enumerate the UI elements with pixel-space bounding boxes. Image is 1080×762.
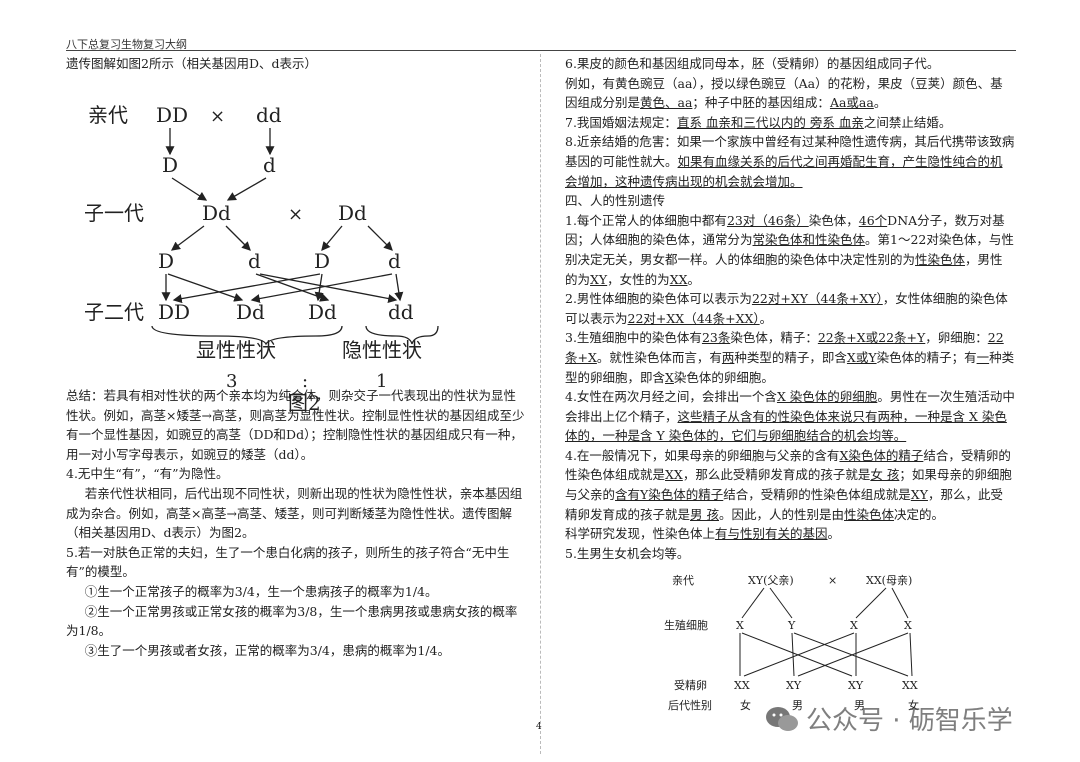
recessive-brace: [365, 325, 439, 344]
f1-gamete-1: D: [158, 249, 174, 273]
father-genotype: XY(父亲): [748, 573, 794, 587]
sex-item-2: 2.男性体细胞的染色体可以表示为22对+XY（44条+XY），女性体细胞的染色体…: [565, 291, 1008, 326]
parent-dd-recessive: dd: [256, 103, 282, 127]
sex-item-4a: 4.女性在两次月经之间，会排出一个含X 染色体的卵细胞。男性在一次生殖活动中会排…: [565, 389, 1015, 444]
header-rule: [66, 50, 1016, 51]
zygote-2: XY: [786, 679, 802, 692]
gamete-x-2: X: [850, 619, 858, 632]
summary-paragraph: 总结：若具有相对性状的两个亲本均为纯合体，则杂交子一代表现出的性状为显性性状。例…: [66, 388, 525, 462]
watermark-text: 公众号 · 砺智乐学: [806, 706, 1013, 736]
item-5-heading: 5.若一对肤色正常的夫妇，生了一个患白化病的孩子，则所生的孩子符合“无中生有”的…: [66, 544, 510, 580]
item-7: 7.我国婚姻法规定：直系 血亲和三代以内的 旁系 血亲之间禁止结婚。: [565, 114, 952, 130]
figure-caption: 图2: [288, 391, 321, 415]
cross-sign-2: ×: [288, 204, 303, 225]
item-6: 6.果皮的颜色和基因组成同母本，胚（受精卵）的基因组成同子代。: [565, 56, 940, 71]
f2-genotype-3: Dd: [308, 300, 337, 324]
sex-determination-diagram: 亲代 XY(父亲) × XX(母亲) 生殖细胞 X Y X X 受精卵 XX X…: [664, 573, 919, 712]
zygote-1: XX: [734, 679, 750, 692]
sex-3: 男: [854, 699, 865, 712]
page-number: 4: [536, 722, 542, 732]
f1-dd-left: Dd: [202, 201, 231, 225]
f2-genotype-4: dd: [388, 300, 414, 324]
sex-item-3: 3.生殖细胞中的染色体有23条染色体，精子：22条+X或22条+Y，卵细胞：22…: [565, 330, 1015, 385]
gamete-D: D: [162, 153, 178, 177]
heredity-diagram: 亲代 子一代 子二代 DD × dd D d Dd × Dd D d D d D…: [84, 103, 439, 362]
ratio-recessive: 1: [376, 371, 388, 392]
sex-4: 女: [908, 698, 919, 712]
gamete-y: Y: [787, 619, 796, 632]
label-parent: 亲代: [672, 573, 694, 587]
label-f1-gen: 子一代: [84, 201, 144, 225]
f2-genotype-1: DD: [158, 300, 190, 324]
f2-genotype-2: Dd: [236, 300, 265, 324]
sex-2: 男: [792, 699, 803, 712]
sex-item-1: 1.每个正常人的体细胞中都有23对（46条）染色体，46个DNA分子，数万对基因…: [565, 212, 1014, 287]
f1-gamete-3: D: [314, 249, 330, 273]
gamete-x-1: X: [736, 619, 744, 632]
dominant-brace: [151, 325, 343, 346]
label-parent-gen: 亲代: [88, 103, 128, 127]
item-8: 8.近亲结婚的危害：如果一个家族中曾经有过某种隐性遗传病，其后代携带该致病基因的…: [565, 134, 1015, 189]
page-header: 八下总复习生物复习大纲: [66, 38, 187, 51]
research-finding: 科学研究发现，性染色体上有与性别有关的基因。: [565, 526, 841, 542]
intro-text: 遗传图解如图2所示（相关基因用D、d表示）: [66, 56, 317, 71]
label-f2-gen: 子二代: [84, 300, 144, 324]
f1-gamete-2: d: [248, 249, 261, 273]
ratio-dominant: 3: [226, 371, 238, 392]
wechat-icon: [766, 707, 798, 731]
label-gametes: 生殖细胞: [664, 618, 708, 632]
f1-dd-right: Dd: [338, 201, 367, 225]
zygote-4: XX: [902, 679, 918, 692]
probability-2: ②生一个正常男孩或正常女孩的概率为3/8，生一个患病男孩或患病女孩的概率为1/8…: [66, 603, 518, 639]
sex-diagram-lines: [739, 587, 913, 677]
probability-3: ③生了一个男孩或者女孩，正常的概率为3/4，患病的概率为1/4。: [84, 642, 450, 658]
cross-sign-1: ×: [210, 106, 225, 127]
label-zygote: 受精卵: [674, 679, 707, 692]
f1-gamete-4: d: [388, 249, 401, 273]
right-column: 6.果皮的颜色和基因组成同母本，胚（受精卵）的基因组成同子代。 例如，有黄色豌豆…: [565, 54, 1015, 563]
section-4-heading: 四、人的性别遗传: [565, 193, 666, 209]
gamete-x-3: X: [904, 619, 912, 632]
ratio-colon: :: [302, 371, 309, 392]
item-6-example: 例如，有黄色豌豆（aa），授以绿色豌豆（Aa）的花粉，果皮（豆荚）颜色、基因组成…: [565, 75, 1003, 111]
column-divider: [540, 54, 541, 754]
label-offspring-sex: 后代性别: [668, 698, 712, 712]
sex-1: 女: [740, 698, 751, 712]
left-column: 遗传图解如图2所示（相关基因用D、d表示） 亲代 子一代 子二代 DD × dd…: [66, 54, 526, 658]
item-4-paragraph: 若亲代性状相同，后代出现不同性状，则新出现的性状为隐性性状，亲本基因组成为杂合。…: [66, 485, 523, 541]
probability-1: ①生一个正常孩子的概率为3/4，生一个患病孩子的概率为1/4。: [84, 583, 438, 599]
diagram-arrows: [161, 127, 404, 303]
item-4-heading: 4.无中生“有”，“有”为隐性。: [66, 466, 229, 482]
gamete-d: d: [263, 153, 276, 177]
mother-genotype: XX(母亲): [866, 573, 912, 587]
parent-dd-dominant: DD: [156, 103, 188, 127]
sex-item-4b: 4.在一般情况下，如果母亲的卵细胞与父亲的含有X染色体的精子结合，受精卵的性染色…: [565, 447, 1012, 522]
recessive-trait-label: 隐性性状: [342, 338, 422, 362]
cross-sign-3: ×: [828, 574, 837, 587]
zygote-3: XY: [848, 679, 864, 692]
figure-2: 亲代 子一代 子二代 DD × dd D d Dd × Dd D d D d D…: [66, 74, 526, 364]
dominant-trait-label: 显性性状: [196, 338, 276, 362]
sex-item-5: 5.生男生女机会均等。: [565, 545, 690, 561]
